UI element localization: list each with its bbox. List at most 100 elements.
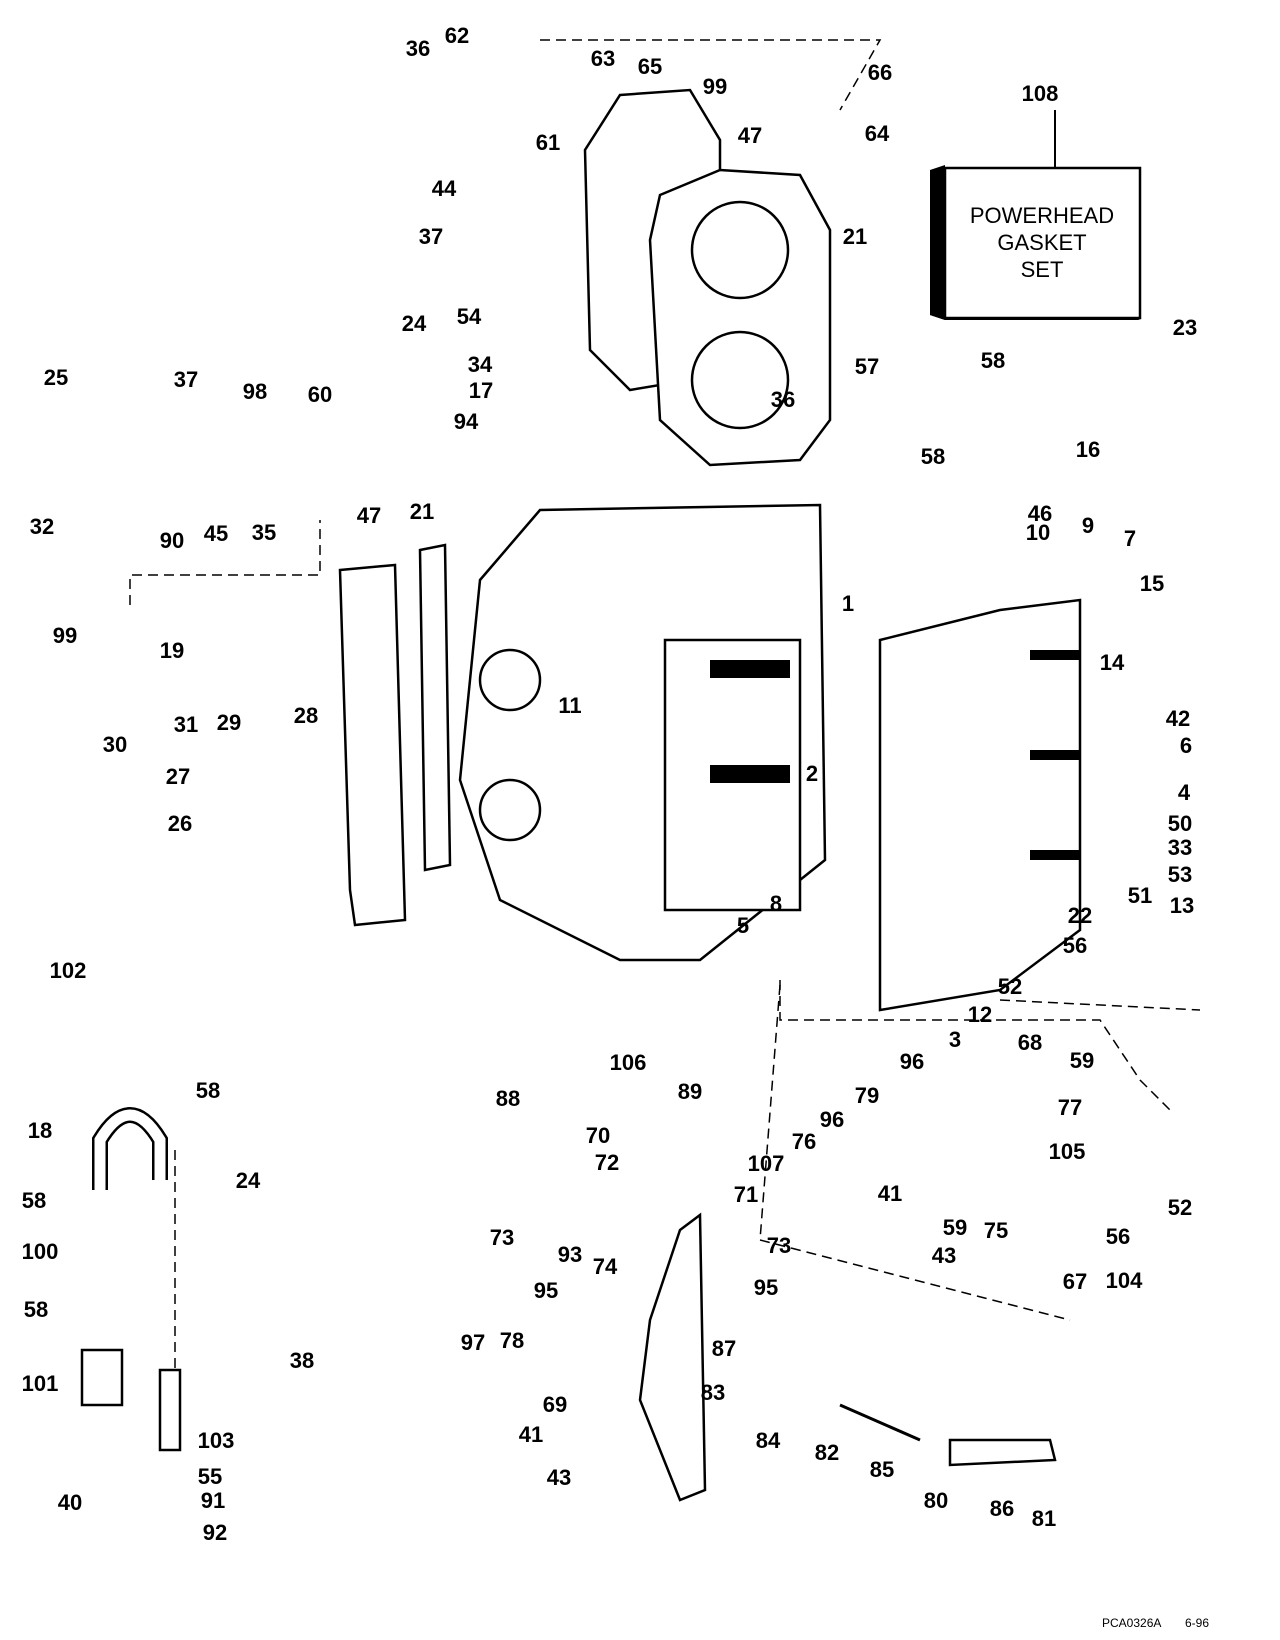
callout-27: 27 xyxy=(166,764,190,789)
callout-16: 16 xyxy=(1076,437,1100,462)
callout-84: 84 xyxy=(756,1428,781,1453)
callout-77: 77 xyxy=(1058,1095,1082,1120)
callout-107: 107 xyxy=(748,1151,785,1176)
callout-30: 30 xyxy=(103,732,127,757)
callout-38: 38 xyxy=(290,1348,314,1373)
callout-88: 88 xyxy=(496,1086,520,1111)
callout-1: 1 xyxy=(842,591,854,616)
callout-81: 81 xyxy=(1032,1506,1056,1531)
callout-2: 2 xyxy=(806,761,818,786)
callout-9: 9 xyxy=(1082,513,1094,538)
callout-4: 4 xyxy=(1178,780,1191,805)
callout-76: 76 xyxy=(792,1129,816,1154)
callout-95: 95 xyxy=(534,1278,558,1303)
callout-47: 47 xyxy=(738,123,762,148)
callout-61: 61 xyxy=(536,130,560,155)
callout-41: 41 xyxy=(878,1181,902,1206)
box-line-2: GASKET xyxy=(997,230,1086,255)
callout-17: 17 xyxy=(469,378,493,403)
callout-64: 64 xyxy=(865,121,890,146)
callout-58: 58 xyxy=(22,1188,46,1213)
callout-53: 53 xyxy=(1168,862,1192,887)
callout-41: 41 xyxy=(519,1422,543,1447)
callout-11: 11 xyxy=(558,693,581,718)
callout-59: 59 xyxy=(943,1215,967,1240)
callout-45: 45 xyxy=(204,521,228,546)
callout-80: 80 xyxy=(924,1488,948,1513)
callout-52: 52 xyxy=(1168,1195,1192,1220)
callout-96: 96 xyxy=(900,1049,924,1074)
reference-lines xyxy=(129,39,1201,1370)
callout-102: 102 xyxy=(50,958,87,983)
callout-82: 82 xyxy=(815,1440,839,1465)
callout-37: 37 xyxy=(419,224,443,249)
callout-99: 99 xyxy=(703,74,727,99)
callout-14: 14 xyxy=(1100,650,1125,675)
callout-28: 28 xyxy=(294,703,318,728)
callout-51: 51 xyxy=(1128,883,1152,908)
callout-67: 67 xyxy=(1063,1269,1087,1294)
callout-24: 24 xyxy=(236,1168,261,1193)
box-line-3: SET xyxy=(1021,257,1064,282)
cylinder-block xyxy=(458,503,827,962)
callout-74: 74 xyxy=(593,1254,618,1279)
callout-72: 72 xyxy=(595,1150,619,1175)
cylinder-head xyxy=(338,543,452,927)
callout-86: 86 xyxy=(990,1496,1014,1521)
callout-108: 108 xyxy=(1022,81,1059,106)
callout-62: 62 xyxy=(445,23,469,48)
cylinder-head-gaskets xyxy=(583,88,832,467)
callout-90: 90 xyxy=(160,528,184,553)
callout-58: 58 xyxy=(196,1078,220,1103)
drawing-code: PCA0326A xyxy=(1102,1616,1161,1630)
callout-59: 59 xyxy=(1070,1048,1094,1073)
callout-58: 58 xyxy=(921,444,945,469)
callout-70: 70 xyxy=(586,1123,610,1148)
callout-37: 37 xyxy=(174,367,198,392)
callout-93: 93 xyxy=(558,1242,582,1267)
callout-26: 26 xyxy=(168,811,192,836)
callout-89: 89 xyxy=(678,1079,702,1104)
callout-73: 73 xyxy=(490,1225,514,1250)
callout-7: 7 xyxy=(1124,526,1136,551)
callout-12: 12 xyxy=(968,1002,992,1027)
callout-6: 6 xyxy=(1180,733,1192,758)
box-line-1: POWERHEAD xyxy=(970,203,1114,228)
callout-95: 95 xyxy=(754,1275,778,1300)
callout-65: 65 xyxy=(638,54,662,79)
callout-50: 50 xyxy=(1168,811,1192,836)
callout-21: 21 xyxy=(843,224,867,249)
callout-36: 36 xyxy=(406,36,430,61)
callout-13: 13 xyxy=(1170,893,1194,918)
callout-40: 40 xyxy=(58,1490,82,1515)
callout-92: 92 xyxy=(203,1520,227,1545)
callout-52: 52 xyxy=(998,974,1022,999)
callout-97: 97 xyxy=(461,1330,485,1355)
callout-73: 73 xyxy=(767,1233,791,1258)
callout-19: 19 xyxy=(160,638,184,663)
callout-96: 96 xyxy=(820,1107,844,1132)
callout-10: 10 xyxy=(1026,520,1050,545)
callout-99: 99 xyxy=(53,623,77,648)
callout-103: 103 xyxy=(198,1428,235,1453)
callout-104: 104 xyxy=(1106,1268,1143,1293)
callout-54: 54 xyxy=(457,304,482,329)
callout-98: 98 xyxy=(243,379,267,404)
callout-87: 87 xyxy=(712,1336,736,1361)
powerhead-gasket-set-box: POWERHEAD GASKET SET xyxy=(930,110,1142,320)
callout-46: 46 xyxy=(1028,501,1052,526)
callout-32: 32 xyxy=(30,514,54,539)
callout-58: 58 xyxy=(981,348,1005,373)
callout-83: 83 xyxy=(701,1380,725,1405)
callout-71: 71 xyxy=(734,1182,758,1207)
callout-23: 23 xyxy=(1173,315,1197,340)
callout-85: 85 xyxy=(870,1457,894,1482)
drawing-date: 6-96 xyxy=(1185,1616,1209,1630)
callout-94: 94 xyxy=(454,409,479,434)
callout-43: 43 xyxy=(932,1243,956,1268)
callout-100: 100 xyxy=(22,1239,59,1264)
callout-56: 56 xyxy=(1106,1224,1130,1249)
callout-105: 105 xyxy=(1049,1139,1086,1164)
